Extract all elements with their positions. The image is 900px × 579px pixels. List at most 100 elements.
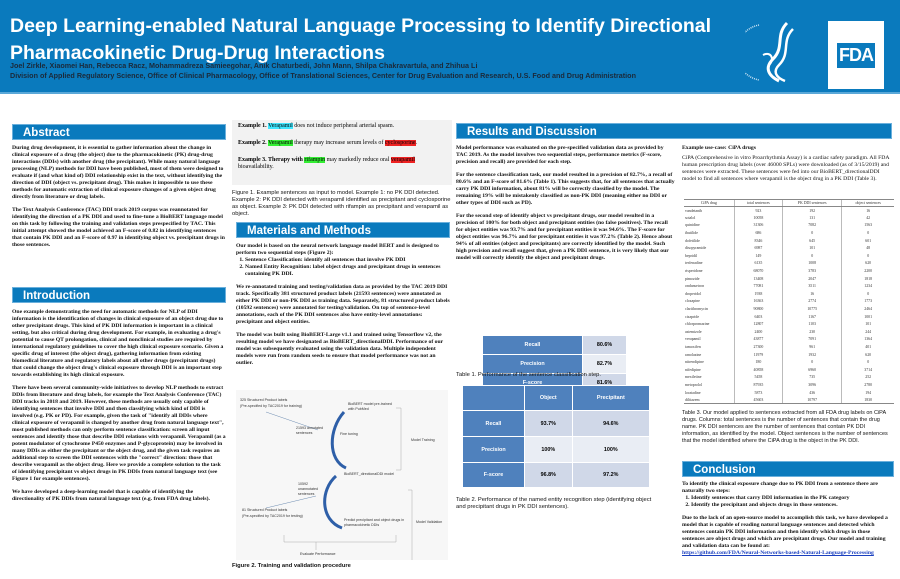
results-body: Model performance was evaluated on the p… [456,145,676,268]
table-cell: 601 [841,236,894,245]
table-cell: 8346 [733,236,783,245]
table-cell: clozapine [685,299,700,304]
table-cell: loratadine [685,390,701,395]
table-cell: 0 [841,229,894,237]
table-cell: 6987 [733,244,783,253]
intro-p3: We have developed a deep-learning model … [12,489,210,502]
cipa-p1: CiPA (Comprehensive in vitro Proarrhythm… [682,155,890,182]
intro-p1: One example demonstrating the need for a… [12,309,224,378]
table-cell: 923 [733,206,783,215]
table3-caption: Table 3. Our model applied to sentences … [682,410,888,444]
example-3: Example 3. Therapy with rifampin may mar… [238,157,415,170]
abstract-p1: During drug development, it is essential… [12,145,224,200]
github-link[interactable]: https://github.com/FDA/Neural-Networks-b… [682,550,874,556]
figure2-diagram: 325 Structured Product labels (Pre-speci… [236,390,448,560]
introduction-heading: Introduction [12,287,226,303]
intro-p2: There have been several community-wide i… [12,385,226,482]
conclusion-p1: To identify the clinical exposure change… [682,481,878,494]
table-cell: 0 [841,358,894,366]
table-cell: 0 [841,252,894,260]
table-cell: mexiletine [685,375,702,380]
table-cell: ondansetron [685,284,705,289]
step-item: Identify the precipitant and objects dru… [691,502,894,509]
table-cell: 10797 [782,396,842,405]
table-cell: 686 [733,229,783,237]
table-cell: 7091 [782,335,842,344]
table-cell: 87935 [733,381,783,389]
table-cell: 1938 [733,290,783,298]
hhs-seal-icon [745,21,794,83]
table-cell: 230 [782,328,842,336]
column-header: object sentences [841,199,894,207]
table-cell: 1818 [841,274,894,283]
table-cell: 31306 [733,221,783,230]
table-cell: 6960 [782,365,842,374]
table-cell: 1563 [841,221,894,230]
example-2: Example 2. Verapamil therapy may increas… [238,140,418,146]
table-cell: 1167 [782,312,842,321]
table-cell: 3714 [841,365,894,374]
node-testing-labels: 81 Structured Product labels [242,508,288,512]
table-cell: nifedipine [685,367,701,372]
diagram-connectors [265,407,413,560]
table-cell: 12807 [733,320,783,328]
results-p1: Model performance was evaluated on the p… [456,145,664,165]
conclusion-body: To identify the clinical exposure change… [682,481,894,557]
example-1: Example 1. Verapamil does not induce per… [238,123,395,129]
table-cell: 1830 [841,396,894,405]
figure2-caption: Figure 2. Training and validation proced… [232,563,351,569]
conclusion-p2: Due to the lack of an open-source model … [682,515,888,549]
table-cell: dofetilide [685,238,700,243]
methods-body: Our model is based on the neural network… [236,243,450,373]
table-cell: 101 [782,244,842,253]
table-cell: 6403 [733,312,783,321]
table-cell: 1103 [782,320,842,328]
node-unannotated-sentences: 10592 unannotated sentences [298,482,318,496]
table-cell: 244 [841,328,894,336]
table-cell: 1932 [782,350,842,359]
node-annotated-sentences: 21593 annotated sentences [296,426,323,435]
table-cell: 40858 [733,365,783,374]
step-item: Sentence Classification: identify all se… [245,257,450,264]
introduction-body: One example demonstrating the need for a… [12,309,226,509]
node-biobert-directional: BioBERT_directionalDDI model [344,472,395,476]
methods-heading: Materials and Methods [236,222,450,238]
table-cell: 252 [841,373,894,382]
table-cell: pimozide [685,276,700,281]
table-cell: metoprolol [685,382,703,387]
table-cell: 3096 [782,381,842,389]
table-cell: sotalol [685,215,696,220]
table-cell: 645 [782,236,842,245]
table-cell: 77081 [733,282,783,291]
table-cell: ibutilide [685,231,698,236]
table-cell: 45603 [733,396,783,405]
table-cell: 3783 [782,267,842,275]
table-cell: 16 [782,290,842,298]
table-cell: 0 [782,358,842,366]
results-heading: Results and Discussion [456,123,892,139]
table1-caption: Table 1. Performance of the sentence cla… [456,372,602,378]
table-cell: 2200 [841,267,894,275]
table-cell: 1001 [841,312,894,321]
affiliation: Division of Applied Regulatory Science, … [10,71,636,80]
table-cell: 48 [841,244,894,253]
